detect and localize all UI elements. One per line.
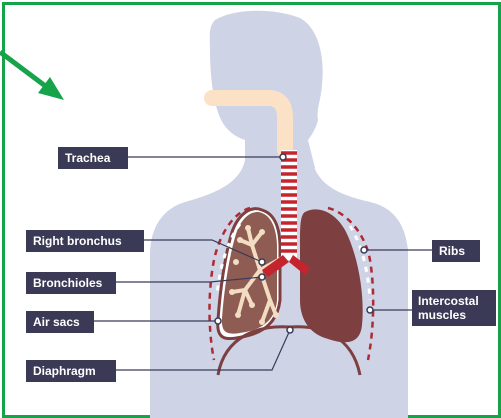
label-trachea: Trachea — [58, 147, 128, 169]
label-intercostal-muscles: Intercostal muscles — [412, 290, 496, 326]
label-bronchioles: Bronchioles — [26, 272, 116, 294]
label-diaphragm: Diaphragm — [26, 360, 116, 382]
trachea-rings — [281, 153, 297, 251]
pointer-arrow — [0, 52, 64, 100]
label-right-bronchus: Right bronchus — [26, 230, 144, 252]
label-air-sacs: Air sacs — [26, 311, 94, 333]
label-ribs: Ribs — [432, 240, 480, 262]
head-silhouette — [210, 11, 323, 168]
